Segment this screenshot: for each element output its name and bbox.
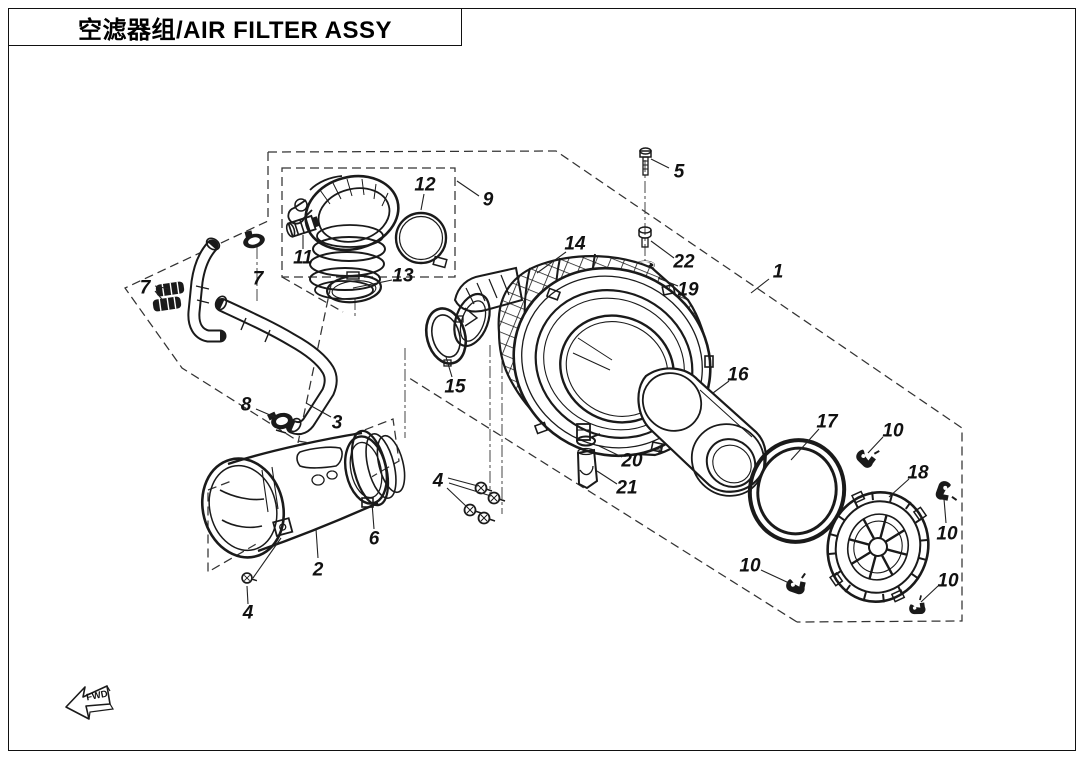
callout-label-18: 18	[907, 463, 929, 484]
leader-line-16	[712, 380, 730, 394]
part-11-fitting	[285, 214, 320, 238]
callout-label-14: 14	[564, 234, 586, 255]
callout-label-13: 13	[392, 266, 414, 287]
title-box: 空滤器组/AIR FILTER ASSY	[8, 8, 462, 46]
leader-line-12	[420, 193, 425, 211]
callout-label-17: 17	[816, 412, 839, 433]
leader-line-18	[888, 478, 910, 498]
assembly-boundary-1	[267, 150, 963, 623]
callout-label-1: 1	[773, 262, 784, 283]
leader-line-10	[920, 585, 939, 603]
callout-label-10: 10	[936, 524, 958, 545]
part-3-hoses	[187, 237, 338, 436]
part-6-clamp	[343, 435, 389, 508]
leader-line-10	[867, 436, 884, 454]
callout-label-12: 12	[414, 175, 436, 196]
callout-label-4: 4	[242, 603, 254, 624]
leader-line-9	[456, 180, 480, 197]
part-8-clamp	[267, 411, 293, 434]
leader-line-13	[352, 279, 393, 289]
part-2-duct	[200, 429, 406, 559]
callout-label-10: 10	[882, 421, 904, 442]
leader-line-1	[750, 278, 770, 294]
leader-line-8	[255, 408, 278, 419]
leader-line-7	[154, 285, 170, 290]
leader-line-17	[790, 428, 820, 461]
leader-line-4	[448, 482, 492, 497]
leader-line-7	[154, 290, 167, 305]
page-title: 空滤器组/AIR FILTER ASSY	[77, 16, 392, 44]
leader-line-20	[598, 445, 623, 458]
callout-label-7: 7	[140, 278, 152, 299]
callout-label-7: 7	[253, 269, 265, 290]
leader-line-19	[657, 277, 679, 287]
leader-line-3	[305, 402, 332, 418]
fwd-arrow: FWD	[65, 685, 114, 720]
callout-label-11: 11	[293, 248, 313, 269]
leader-line-2	[315, 528, 319, 559]
hose-group-boundary	[124, 152, 363, 453]
callout-label-16: 16	[727, 365, 749, 386]
callout-label-2: 2	[312, 560, 324, 581]
leader-line-5	[650, 158, 670, 169]
callout-label-19: 19	[677, 280, 699, 301]
leader-line-15	[445, 356, 453, 378]
callout-label-9: 9	[483, 190, 494, 211]
callout-label-5: 5	[674, 162, 685, 183]
part-15-ring	[424, 307, 468, 367]
leader-line-6	[371, 502, 375, 530]
leader-line-14	[536, 251, 567, 274]
leader-line-10	[760, 569, 790, 584]
callout-label-22: 22	[672, 252, 695, 273]
part-4-screw-bottom	[241, 572, 258, 584]
part-5-bolt	[639, 147, 652, 176]
callout-label-20: 20	[620, 451, 643, 472]
part-20-clamp	[576, 433, 601, 447]
callout-label-10: 10	[937, 571, 959, 592]
callout-label-8: 8	[241, 395, 252, 416]
leader-line-22	[650, 240, 675, 259]
leader-line-21	[596, 470, 618, 485]
leader-line-4	[252, 537, 282, 579]
callout-label-3: 3	[332, 413, 343, 434]
part-21-drain-tube	[576, 447, 599, 490]
callout-label-15: 15	[444, 377, 466, 398]
callout-label-4: 4	[432, 471, 444, 492]
part-13-clamp	[326, 271, 382, 304]
subassembly-9-boundary	[281, 167, 456, 278]
part-22-spacer	[638, 226, 652, 248]
callout-label-21: 21	[615, 478, 637, 499]
part-18-cover	[826, 490, 930, 603]
part-7-clamps	[152, 230, 265, 312]
part-16-filter-element	[637, 367, 767, 497]
leader-line-4	[246, 585, 249, 605]
callout-label-6: 6	[369, 529, 380, 550]
fwd-label: FWD	[85, 689, 108, 704]
part-4-screws-center	[463, 481, 506, 525]
callout-label-10: 10	[739, 556, 761, 577]
part-12-clamp	[394, 211, 448, 269]
leader-line-4	[447, 477, 479, 487]
leader-line-10	[943, 498, 947, 524]
leader-line-4	[446, 487, 468, 508]
